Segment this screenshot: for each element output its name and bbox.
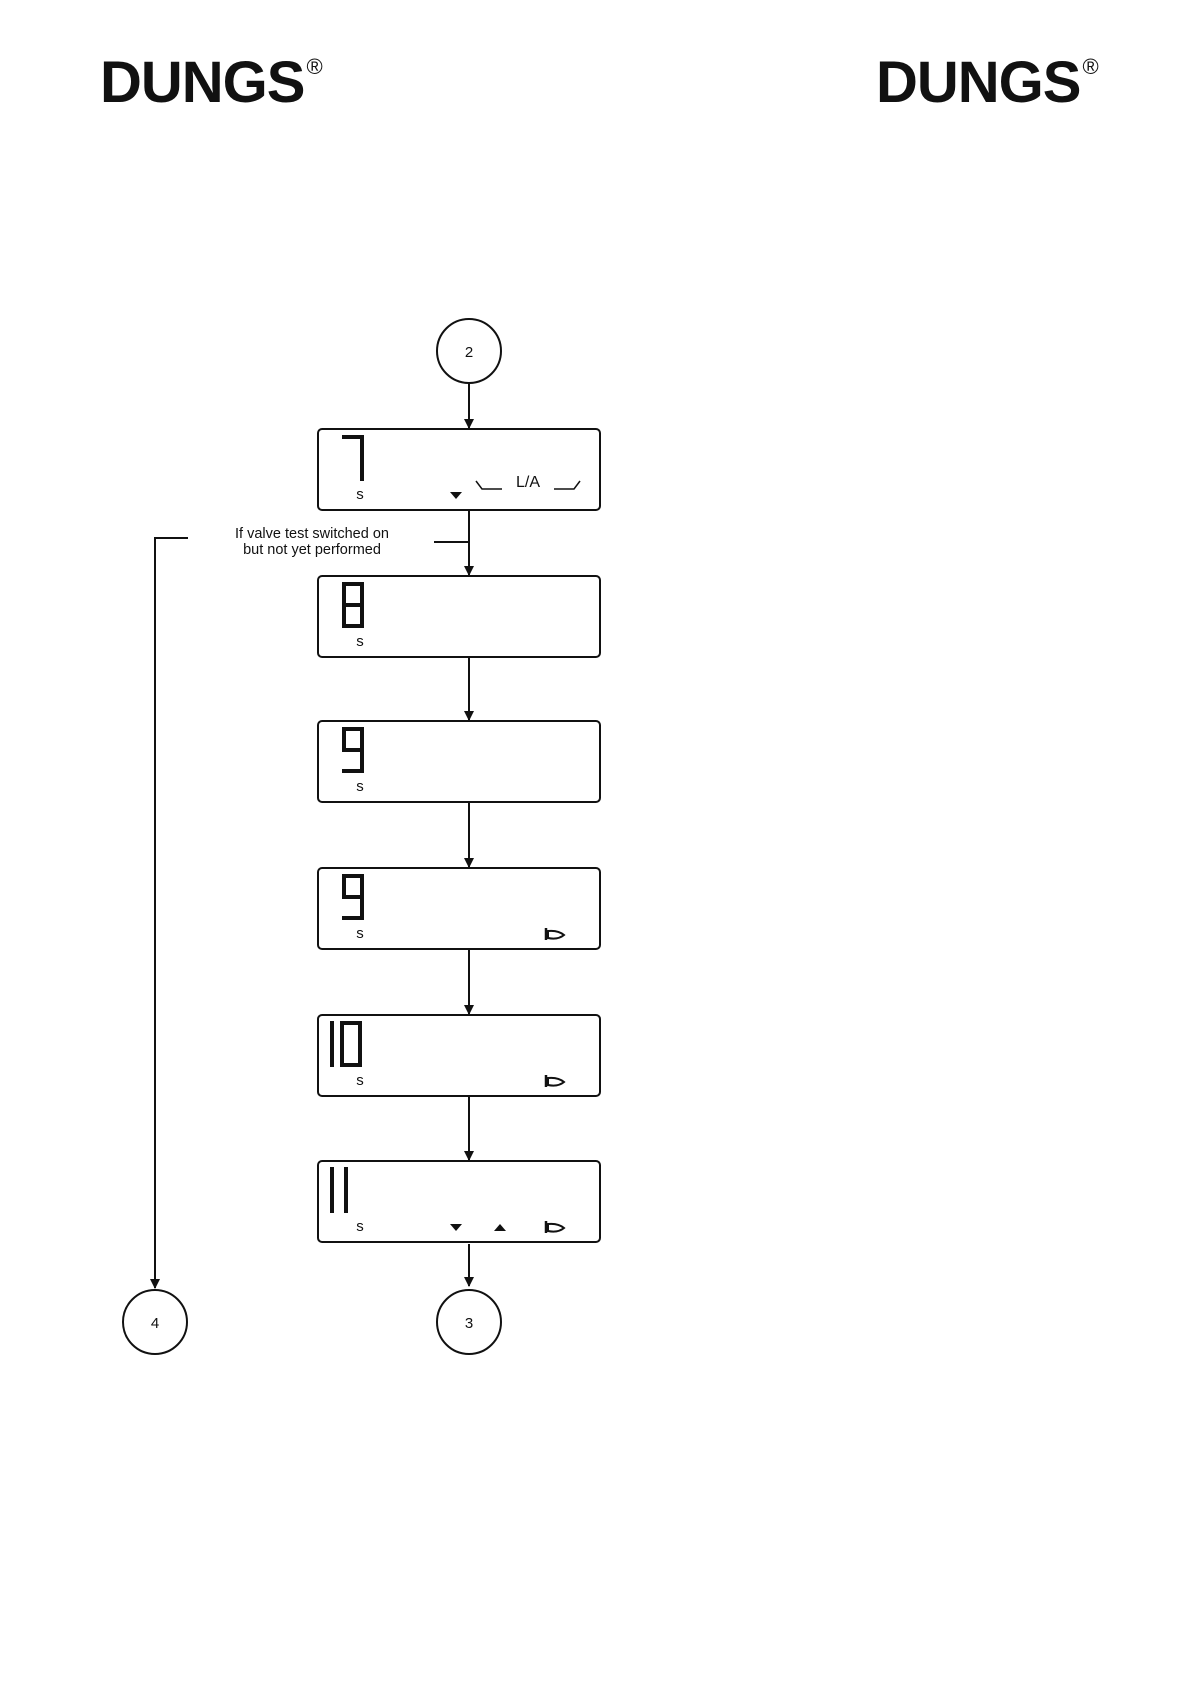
lcd-display: s — [318, 1015, 600, 1096]
lcd-display: s — [318, 721, 600, 802]
lcd-unit: s — [356, 1218, 364, 1235]
connector-4-label: 4 — [151, 1315, 159, 1332]
condition-line-2: but not yet performed — [243, 542, 381, 558]
lcd-display: s — [318, 868, 600, 949]
condition-line-1: If valve test switched on — [235, 526, 389, 542]
connector-4: 4 — [123, 1290, 187, 1354]
connector-2: 2 — [437, 319, 501, 383]
connector-2-label: 2 — [465, 344, 473, 361]
lcd-unit: s — [356, 925, 364, 942]
lcd-unit: s — [356, 486, 364, 503]
lcd-display: s — [318, 1161, 600, 1242]
connector-3: 3 — [437, 1290, 501, 1354]
lcd-label: L/A — [516, 474, 540, 491]
connector-3-label: 3 — [465, 1315, 473, 1332]
lcd-unit: s — [356, 778, 364, 795]
lcd-unit: s — [356, 633, 364, 650]
lcd-display: s L/A — [318, 429, 600, 510]
lcd-display: s — [318, 576, 600, 657]
lcd-unit: s — [356, 1072, 364, 1089]
